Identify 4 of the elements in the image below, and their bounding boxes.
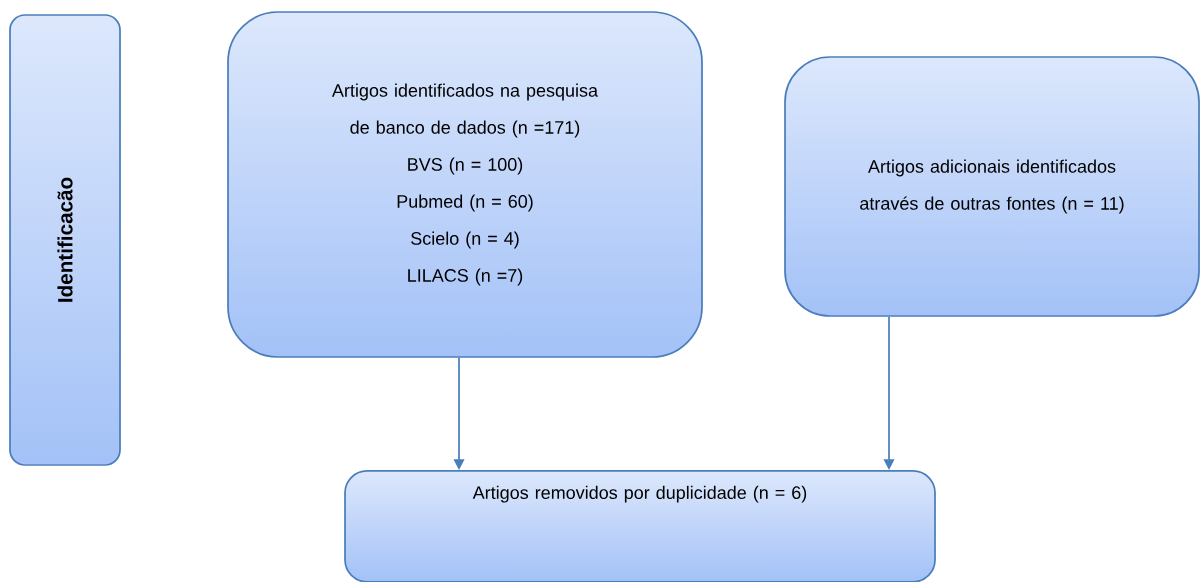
process-box: Artigos removidos por duplicidade (n = 6) <box>344 470 936 582</box>
process-box: Artigos adicionais identificados através de outras fontes (n = 11) <box>784 56 1200 317</box>
stage-band: Identificacão <box>9 14 121 466</box>
process-box: Artigos identificados na pesquisa de banco de dados (n =171) BVS (n = 100) Pubmed (n = 60) Scielo (n = 4) LILACS (n =7) <box>227 11 703 358</box>
